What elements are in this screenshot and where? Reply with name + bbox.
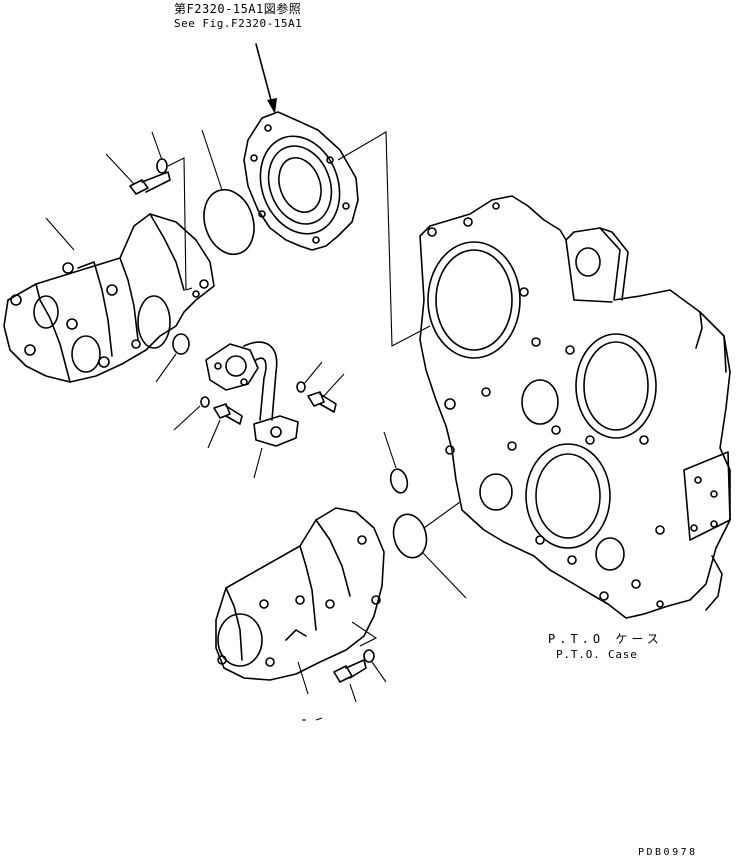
pto-case-label-jp: P.T.O ケース bbox=[548, 632, 663, 646]
reference-arrow bbox=[255, 43, 277, 114]
drawing-code: PDB0978 bbox=[638, 847, 698, 858]
reference-note-jp: 第F2320-15A1図参照 bbox=[174, 2, 302, 16]
elbow-pipe bbox=[205, 341, 299, 479]
plate-to-case-leader bbox=[337, 131, 431, 347]
reference-note-en: See Fig.F2320-15A1 bbox=[174, 17, 303, 30]
pto-case-label-en: P.T.O. Case bbox=[556, 648, 638, 661]
bolt-and-washer-lower bbox=[333, 649, 387, 703]
bolts-near-elbow bbox=[173, 361, 345, 449]
o-rings-center bbox=[383, 431, 467, 599]
hydraulic-pump-lower bbox=[215, 507, 385, 695]
bolt-and-washer-top bbox=[105, 131, 193, 291]
o-ring-top bbox=[201, 129, 255, 256]
adapter-plate bbox=[243, 111, 359, 251]
pto-case bbox=[419, 195, 731, 619]
small-marks bbox=[302, 717, 323, 721]
o-ring-small-left bbox=[155, 333, 190, 383]
hydraulic-pump-upper bbox=[3, 213, 215, 383]
